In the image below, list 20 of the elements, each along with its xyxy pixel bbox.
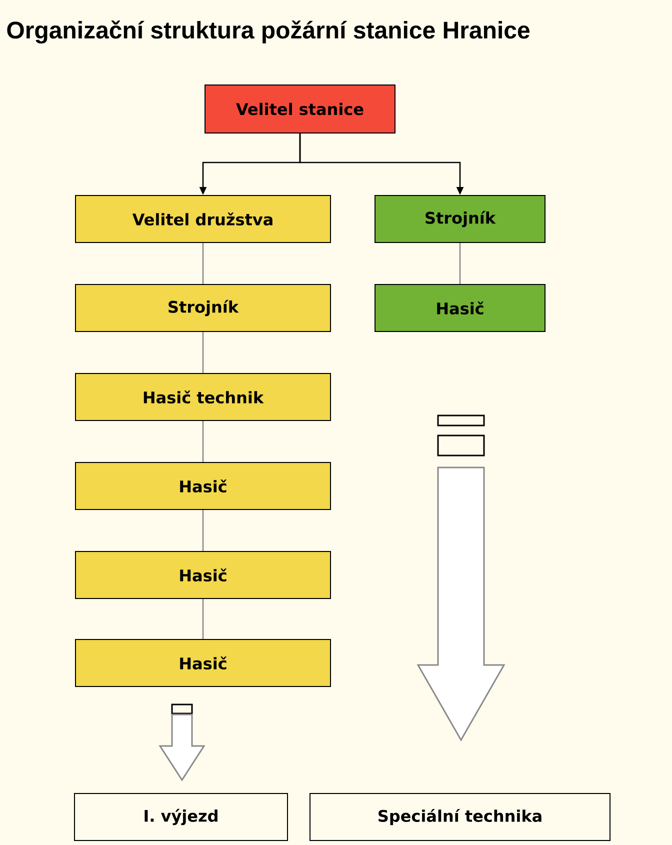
role-box: Strojník	[75, 284, 331, 332]
role-box: Hasič	[75, 462, 331, 510]
connector	[202, 332, 204, 373]
role-box: Hasič	[374, 284, 546, 332]
connector	[202, 510, 204, 551]
role-box: Strojník	[374, 195, 546, 243]
connector	[459, 243, 461, 284]
connector	[202, 599, 204, 639]
connector	[202, 421, 204, 462]
role-box: Hasič	[75, 639, 331, 687]
role-box: Hasič	[75, 551, 331, 599]
connector	[202, 243, 204, 284]
role-box: Hasič technik	[75, 373, 331, 421]
chief-box: Velitel stanice	[204, 84, 396, 134]
block-arrow	[158, 704, 206, 782]
category-box: I. výjezd	[74, 793, 288, 841]
category-box: Speciální technika	[310, 793, 610, 841]
role-box: Velitel družstva	[75, 195, 331, 243]
block-arrow	[416, 414, 506, 742]
title: Organizační struktura požární stanice Hranice	[7, 20, 530, 44]
